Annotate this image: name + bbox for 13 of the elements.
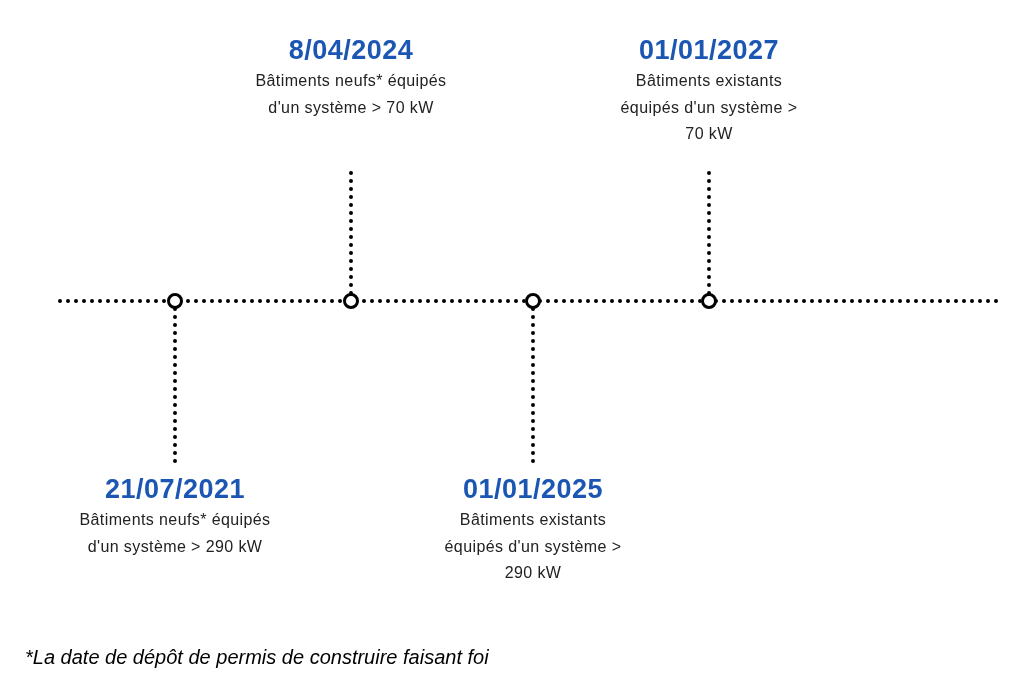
timeline-point <box>525 293 541 309</box>
milestone-description: Bâtiments existants équipés d'un système > 70 kW <box>619 71 799 144</box>
timeline-point <box>167 293 183 309</box>
milestone-date: 01/01/2025 <box>462 473 604 506</box>
milestone-date: 21/07/2021 <box>104 473 246 506</box>
footnote: *La date de dépôt de permis de construire faisant foi <box>25 646 489 669</box>
milestone-date: 8/04/2024 <box>288 34 414 67</box>
timeline-point <box>701 293 717 309</box>
milestone-description: Bâtiments existants équipés d'un système > 290 kW <box>443 510 623 583</box>
timeline-point <box>343 293 359 309</box>
milestone-date: 01/01/2027 <box>638 34 780 67</box>
milestone-description: Bâtiments neufs* équipés d'un système > 290 kW <box>79 510 271 557</box>
milestone-description: Bâtiments neufs* équipés d'un système > 70 kW <box>255 71 447 118</box>
